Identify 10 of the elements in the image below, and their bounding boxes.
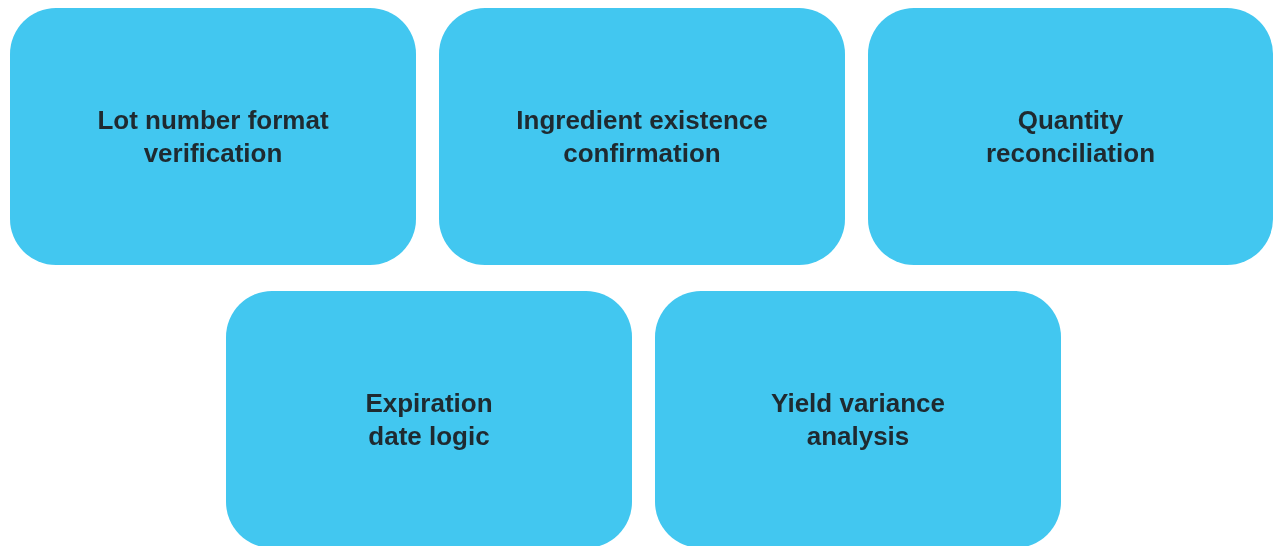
rounded-box [655, 291, 1061, 546]
box-label: Lot number format verification [96, 103, 330, 170]
box-label: Quantity reconciliation [984, 103, 1156, 170]
rounded-box [439, 8, 845, 265]
box-label: Expiration date logic [364, 386, 494, 453]
rounded-box [10, 8, 416, 265]
box-label: Ingredient existence confirmation [515, 103, 769, 170]
box-label: Yield variance analysis [770, 386, 946, 453]
rounded-box [868, 8, 1273, 265]
rounded-box [226, 291, 632, 546]
